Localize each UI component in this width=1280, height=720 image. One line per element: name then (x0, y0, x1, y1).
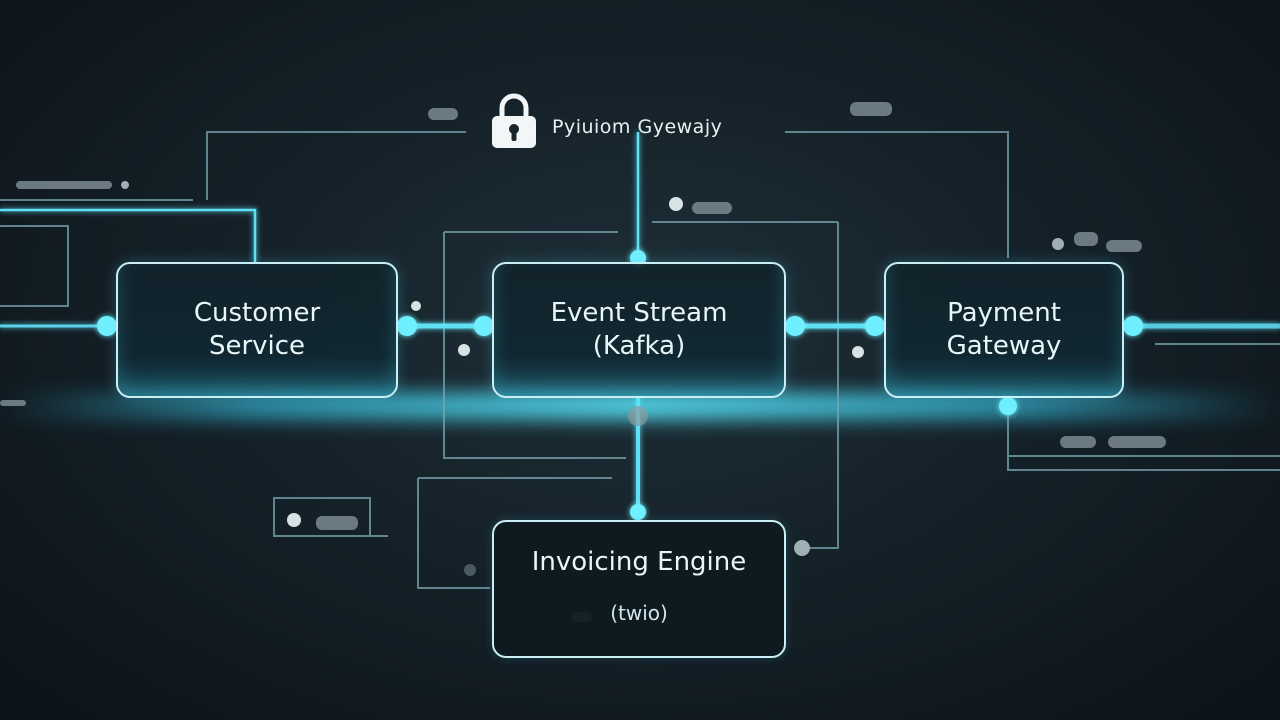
dot-left-in (97, 316, 117, 336)
dot-grey-9 (464, 564, 476, 576)
dot-customer-right (397, 316, 417, 336)
placeholder-pill (428, 108, 458, 120)
node-invoicing-engine[interactable]: Invoicing Engine (twio) (492, 520, 786, 658)
placeholder-pill (16, 181, 112, 189)
node-sublabel: (twio) (610, 601, 668, 625)
trace-top-left (206, 131, 466, 200)
trace-mid-down (443, 232, 626, 459)
lock-icon (492, 93, 536, 148)
link-top-left (0, 208, 257, 262)
placeholder-pill (1074, 232, 1098, 246)
dot-grey-5 (287, 513, 301, 527)
dot-payment-left (865, 316, 885, 336)
placeholder-pill (850, 102, 892, 116)
trace-left-box (0, 225, 69, 307)
dot-grey-7 (1052, 238, 1064, 250)
placeholder-pill (1060, 436, 1096, 448)
dot-grey-6 (794, 540, 810, 556)
node-label: Invoicing Engine (531, 547, 747, 577)
dot-grey-1 (411, 301, 421, 311)
dot-grey-2 (458, 344, 470, 356)
trace-br (1007, 405, 1280, 471)
dot-stream-left (474, 316, 494, 336)
node-label: Payment Gateway (946, 298, 1062, 361)
dot-grey-3 (852, 346, 864, 358)
node-customer-service[interactable]: Customer Service (116, 262, 398, 398)
trace-top-right (785, 131, 1009, 258)
dot-stream-right (785, 316, 805, 336)
node-label: Customer Service (193, 298, 321, 361)
placeholder-pill (692, 202, 732, 214)
dot-payment-bottom (999, 397, 1017, 415)
placeholder-pill (1108, 436, 1166, 448)
dot-invoicing-top (630, 504, 646, 520)
dot-grey-10 (628, 406, 648, 426)
node-event-stream[interactable]: Event Stream (Kafka) (492, 262, 786, 398)
gateway-title: Pyiuiom Gyewajy (552, 116, 723, 138)
node-payment-gateway[interactable]: Payment Gateway (884, 262, 1124, 398)
placeholder-pill (0, 400, 26, 406)
trace-right-drop (800, 222, 839, 549)
trace-bottom-left (417, 478, 490, 589)
dot-payment-right (1123, 316, 1143, 336)
node-label: Event Stream (Kafka) (550, 298, 728, 361)
dot-grey-8 (121, 181, 129, 189)
dot-grey-4 (669, 197, 683, 211)
placeholder-pill (316, 516, 358, 530)
placeholder-pill (1106, 240, 1142, 252)
